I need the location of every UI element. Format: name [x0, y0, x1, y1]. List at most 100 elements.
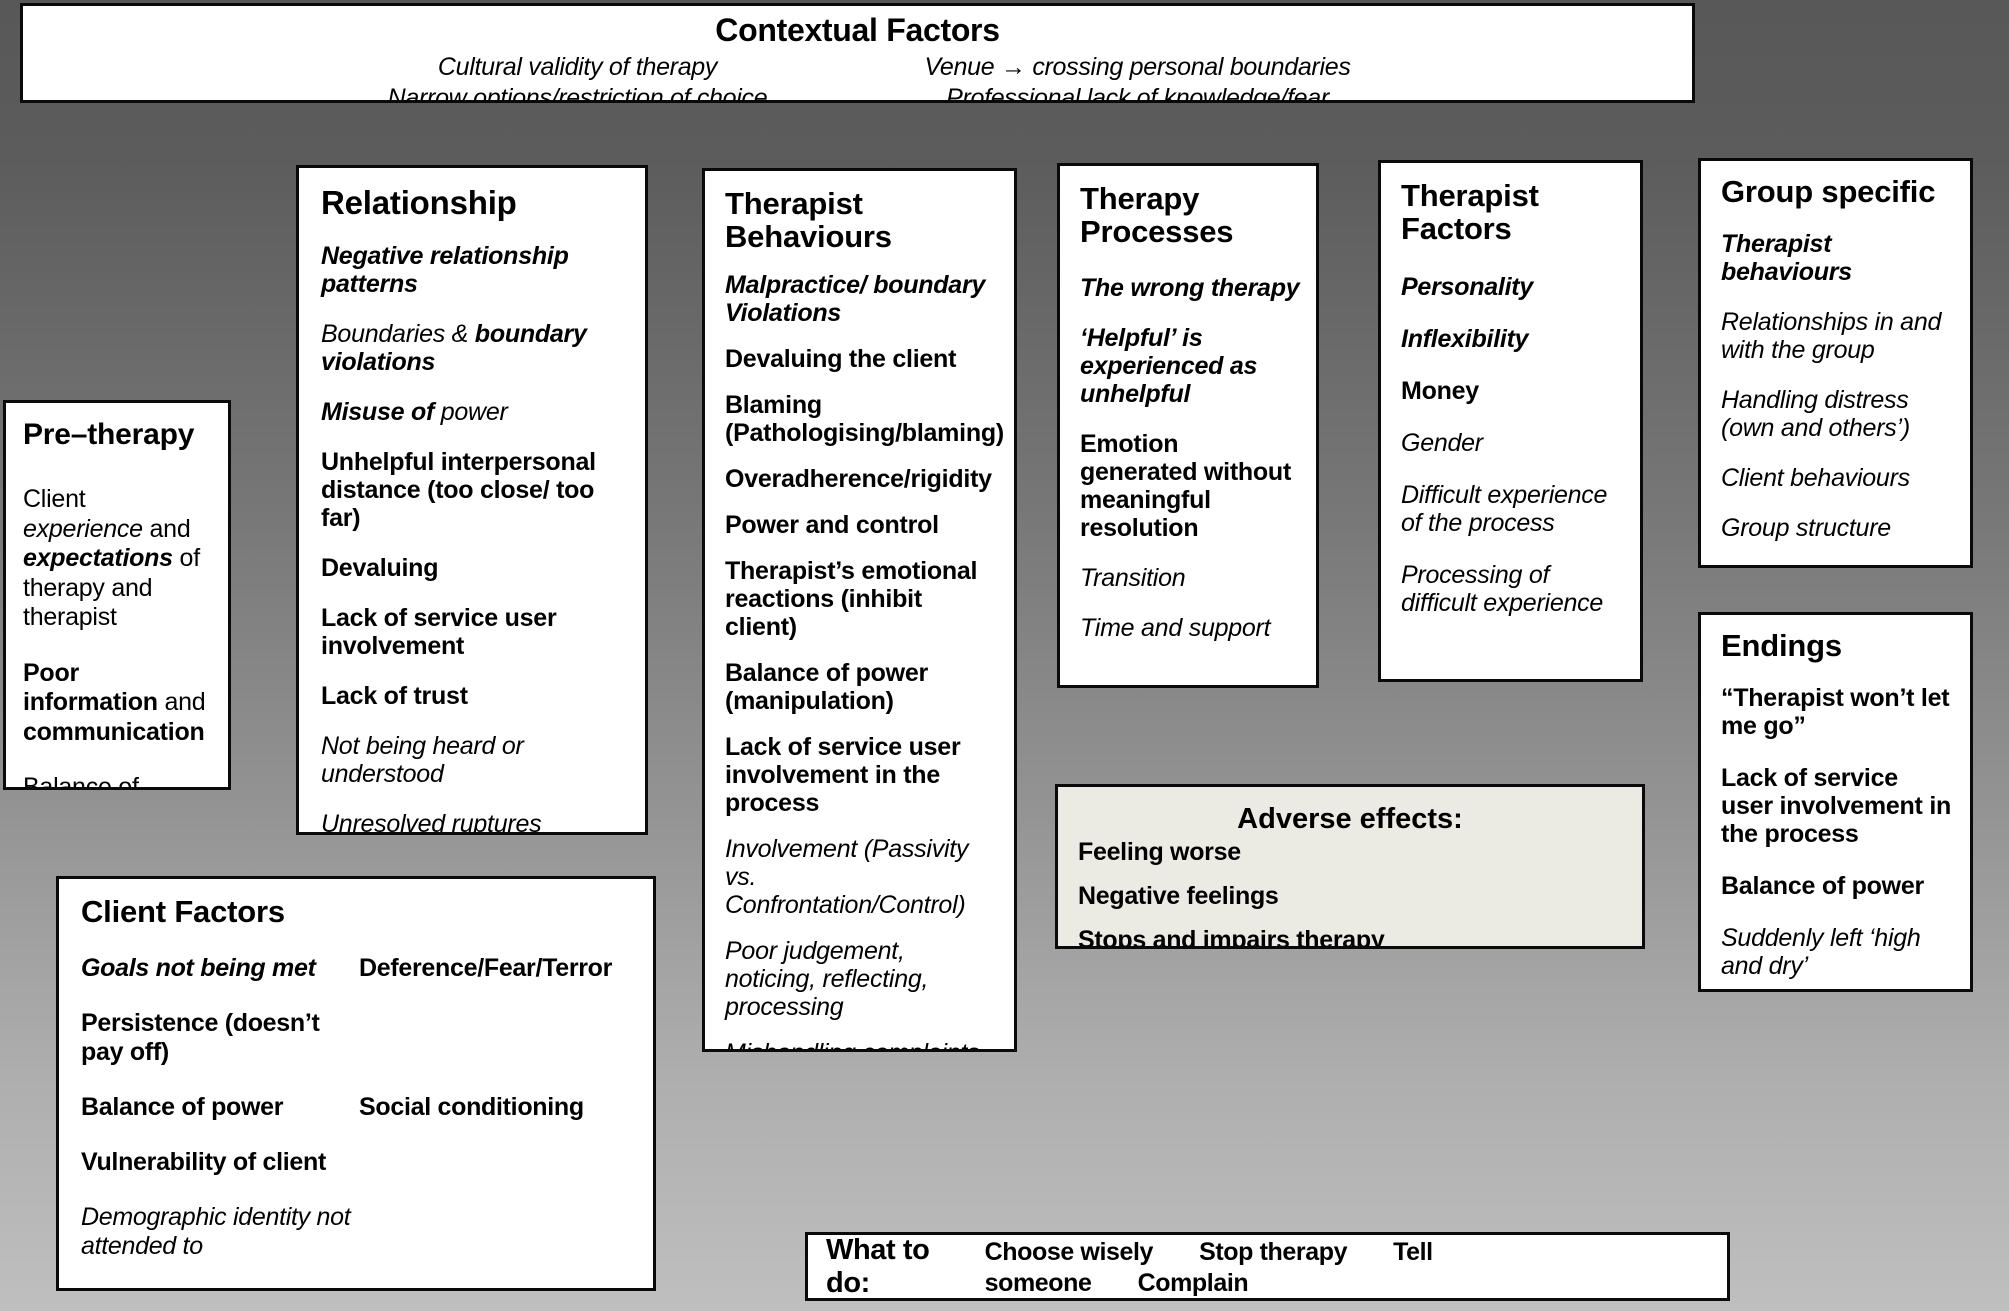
therapist-behaviours-item: Therapist’s emotional reactions (inhibit…	[725, 557, 996, 641]
relationship-item: Boundaries & boundary violations	[321, 320, 625, 376]
therapy-processes-items-3-seg-0: Transition	[1080, 564, 1186, 593]
relationship-item: Unhelpful interpersonal distance (too cl…	[321, 448, 625, 532]
endings-title: Endings	[1721, 628, 1842, 663]
endings-item: Lack of service user involvement in the …	[1721, 764, 1954, 848]
therapy-processes-item: Time and support	[1080, 614, 1300, 642]
adverse-effects-title: Adverse effects:	[1237, 803, 1463, 835]
therapy-processes-item: ‘Helpful’ is experienced as unhelpful	[1080, 324, 1300, 408]
relationship-items-8-seg-0: Unresolved ruptures	[321, 810, 542, 835]
therapist-factors-item: Personality	[1401, 273, 1624, 301]
relationship-item: Misuse of power	[321, 398, 625, 426]
client-factor-secondary: Deference/Fear/Terror	[359, 954, 613, 983]
therapy-processes-items: The wrong therapy ‘Helpful’ is experience…	[1080, 274, 1300, 642]
therapist-factors-item: Processing of difficult experience	[1401, 561, 1624, 617]
relationship-items-6-seg-0: Lack of trust	[321, 682, 468, 711]
pre-therapy-items-0-seg-3: expectations	[23, 544, 173, 573]
group-specific-items-0-seg-0: Therapist behaviours	[1721, 230, 1852, 287]
endings-items-3-seg-0: Suddenly left ‘high and dry’	[1721, 924, 1921, 981]
contextual-factors-box: Contextual Factors Cultural validity of …	[20, 3, 1695, 103]
therapist-factors-items-4-seg-0: Difficult experience of the process	[1401, 481, 1608, 538]
client-factor-primary: Persistence (doesn’t pay off)	[81, 1009, 320, 1067]
therapy-processes-items-0-seg-0: The wrong therapy	[1080, 274, 1300, 303]
group-specific-items-3-seg-0: Client behaviours	[1721, 464, 1910, 493]
contextual-right-line-1: Venue → crossing personal boundaries	[858, 52, 1418, 83]
relationship-item: Devaluing	[321, 554, 625, 582]
therapist-factors-items-0-seg-0: Personality	[1401, 273, 1534, 302]
client-factor-primary: Unwilling or unable to engage	[81, 1287, 359, 1288]
therapist-behaviours-box: Therapist Behaviours Malpractice/ bounda…	[702, 168, 1017, 1052]
what-to-do-option: Tell someone	[984, 1237, 1434, 1297]
client-factor-primary: Demographic identity not attended to	[81, 1203, 351, 1261]
therapy-processes-item: Emotion generated without meaningful res…	[1080, 430, 1300, 542]
relationship-item: Not being heard or understood	[321, 732, 625, 788]
endings-item: Suddenly left ‘high and dry’	[1721, 924, 1954, 980]
therapy-processes-title: Therapy Processes	[1080, 181, 1234, 250]
pre-therapy-items-1-seg-0: Poor information	[23, 658, 158, 717]
therapist-behaviours-title: Therapist Behaviours	[725, 186, 892, 255]
group-specific-item: Client behaviours	[1721, 464, 1954, 492]
relationship-items-1-seg-1: boundary violations	[321, 320, 587, 377]
therapist-factors-item: Difficult experience of the process	[1401, 481, 1624, 537]
relationship-items-5-seg-0: Lack of service user involvement	[321, 604, 557, 661]
adverse-effect-item: Negative feelings	[1078, 882, 1279, 910]
pre-therapy-item: Client experience and expectations of th…	[23, 485, 211, 633]
group-specific-item: Relationships in and with the group	[1721, 308, 1954, 364]
relationship-items-3-seg-0: Unhelpful interpersonal distance (too cl…	[321, 448, 596, 533]
therapist-factors-item: Gender	[1401, 429, 1624, 457]
relationship-box: Relationship Negative relationship patte…	[296, 165, 648, 835]
contextual-factors-row-2: Narrow options/restriction of choice Pro…	[23, 83, 1692, 100]
client-factor-primary: Balance of power	[81, 1093, 284, 1122]
relationship-items-4-seg-0: Devaluing	[321, 554, 439, 583]
endings-items-0-seg-0: “Therapist won’t let me go”	[1721, 684, 1950, 741]
client-factor-row: Vulnerability of client	[81, 1148, 635, 1177]
relationship-items-7-seg-0: Not being heard or understood	[321, 732, 524, 789]
contextual-factors-row-1: Cultural validity of therapy Venue → cro…	[23, 52, 1692, 83]
therapy-processes-item: Transition	[1080, 564, 1300, 592]
endings-item: Balance of power	[1721, 872, 1954, 900]
contextual-left-line-1: Cultural validity of therapy	[437, 53, 718, 81]
pre-therapy-items-1-seg-1: and	[157, 688, 206, 717]
relationship-item: Lack of trust	[321, 682, 625, 710]
group-specific-items-4-seg-0: Group structure	[1721, 514, 1891, 543]
venue-text: Venue	[924, 53, 1001, 81]
therapist-factors-title: Therapist Factors	[1401, 178, 1539, 247]
therapist-behaviours-items-1-seg-0: Devaluing the client	[725, 345, 957, 374]
therapist-factors-items-1-seg-0: Inflexibility	[1401, 325, 1529, 354]
therapist-behaviours-item: Mishandling complaints	[725, 1039, 996, 1049]
group-specific-items-2-seg-0: Handling distress (own and others’)	[1721, 386, 1910, 443]
pre-therapy-items-2-seg-0: Balance of	[23, 773, 139, 790]
adverse-effect-item: Feeling worse	[1078, 838, 1241, 866]
pre-therapy-box: Pre–therapy Client experience and expect…	[3, 400, 231, 790]
therapist-behaviours-items-8-seg-0: Involvement (Passivity vs. Confrontation…	[725, 835, 969, 920]
therapist-behaviours-items-6-seg-0: Balance of power (manipulation)	[725, 659, 928, 716]
pre-therapy-title: Pre–therapy	[23, 418, 195, 451]
endings-items-1-seg-0: Lack of service user involvement in the …	[1721, 764, 1952, 849]
therapist-behaviours-items-5-seg-0: Therapist’s emotional reactions (inhibit…	[725, 557, 978, 642]
therapist-behaviours-item: Blaming (Pathologising/blaming)	[725, 391, 1004, 447]
therapy-processes-items-2-seg-0: Emotion generated without meaningful res…	[1080, 430, 1292, 543]
pre-therapy-item: Balance of power	[23, 773, 211, 790]
adverse-effect-item: Stops and impairs therapy	[1078, 926, 1385, 949]
therapy-processes-items-1-seg-0: ‘Helpful’ is experienced as unhelpful	[1080, 324, 1258, 409]
pre-therapy-items-0-seg-2: and	[142, 514, 191, 543]
therapy-processes-box: Therapy Processes The wrong therapy ‘Help…	[1057, 163, 1319, 688]
therapist-behaviours-item: Lack of service user involvement in the …	[725, 733, 996, 817]
therapist-behaviours-items-7-seg-0: Lack of service user involvement in the …	[725, 733, 961, 818]
therapist-behaviours-items-9-seg-0: Poor judgement, noticing, reflecting, pr…	[725, 937, 929, 1022]
client-factor-row: Demographic identity not attended to	[81, 1203, 635, 1261]
pre-therapy-items-1-seg-2: communication	[23, 717, 205, 746]
client-factor-row: Persistence (doesn’t pay off)	[81, 1009, 635, 1067]
contextual-factors-title: Contextual Factors	[715, 12, 1000, 48]
crossing-boundaries-text: crossing personal boundaries	[1025, 53, 1351, 81]
therapist-behaviours-items-4-seg-0: Power and control	[725, 511, 939, 540]
therapist-behaviours-item: Poor judgement, noticing, reflecting, pr…	[725, 937, 996, 1021]
